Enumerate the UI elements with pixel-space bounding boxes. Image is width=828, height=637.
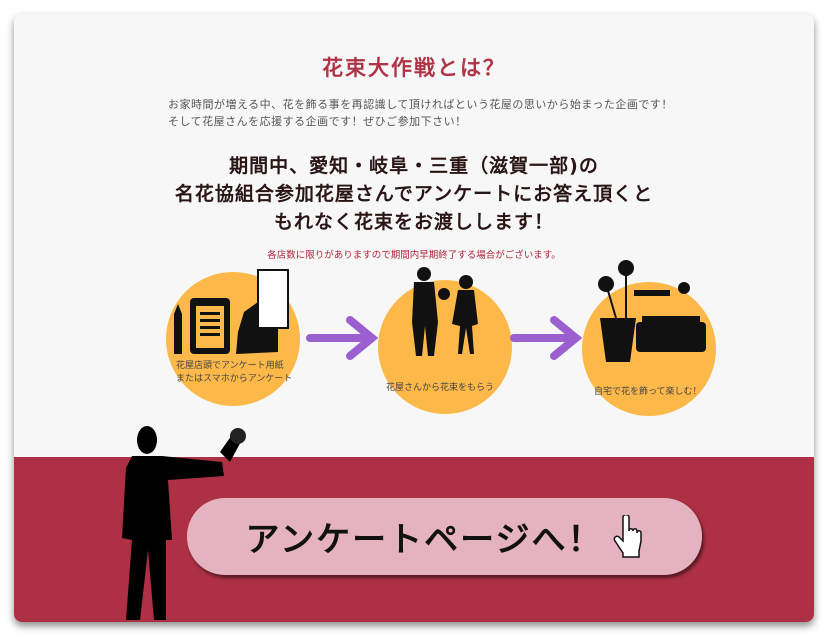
headline-line: もれなく花束をお渡しします！ [273,211,554,233]
intro-line: お家時間が増える中、花を飾る事を再認識して頂ければという花屋の思いから始まった企… [168,98,673,111]
intro-text: お家時間が増える中、花を飾る事を再認識して頂ければという花屋の思いから始まった企… [168,96,673,130]
bouquet-handover-icon [412,267,478,356]
home-flowers-icon [598,260,706,362]
step-2-label: 花屋さんから花束をもらう [386,383,495,393]
headline: 期間中、愛知・岐阜・三重（滋賀一部)の 名花協組合参加花屋さんでアンケートにお答… [14,152,814,236]
step-2-circle: 花屋さんから花束をもらう [378,267,512,414]
headline-line: 期間中、愛知・岐阜・三重（滋賀一部)の [229,155,599,177]
intro-line: そして花屋さんを応援する企画です！ぜひご参加下さい！ [168,115,467,128]
man-with-bouquet-silhouette [122,426,246,620]
page-title: 花束大作戦とは？ [322,56,506,80]
pointing-hand-icon [614,514,643,558]
step-1-label: 花屋店頭でアンケート用紙 [176,361,284,371]
step-3-circle: 自宅で花を飾って楽しむ！ [582,260,716,416]
step-3-label: 自宅で花を飾って楽しむ！ [594,387,702,397]
step-1-label-2: またはスマホからアンケート [176,374,293,384]
survey-phone-icon [174,269,289,354]
arrow-right-icon [306,316,378,360]
limit-note: 各店数に限りがありますので期間内早期終了する場合がございます。 [267,250,561,261]
survey-page-button-label: アンケートページへ！ [245,520,604,560]
campaign-card: 花束大作戦とは？ お家時間が増える中、花を飾る事を再認識して頂ければという花屋の… [14,14,814,622]
headline-line: 名花協組合参加花屋さんでアンケートにお答え頂くと [174,183,654,205]
survey-page-button[interactable]: アンケートページへ！ [187,498,702,575]
step-1-circle: 花屋店頭でアンケート用紙 またはスマホからアンケート [166,269,300,406]
arrow-right-icon [510,316,582,360]
